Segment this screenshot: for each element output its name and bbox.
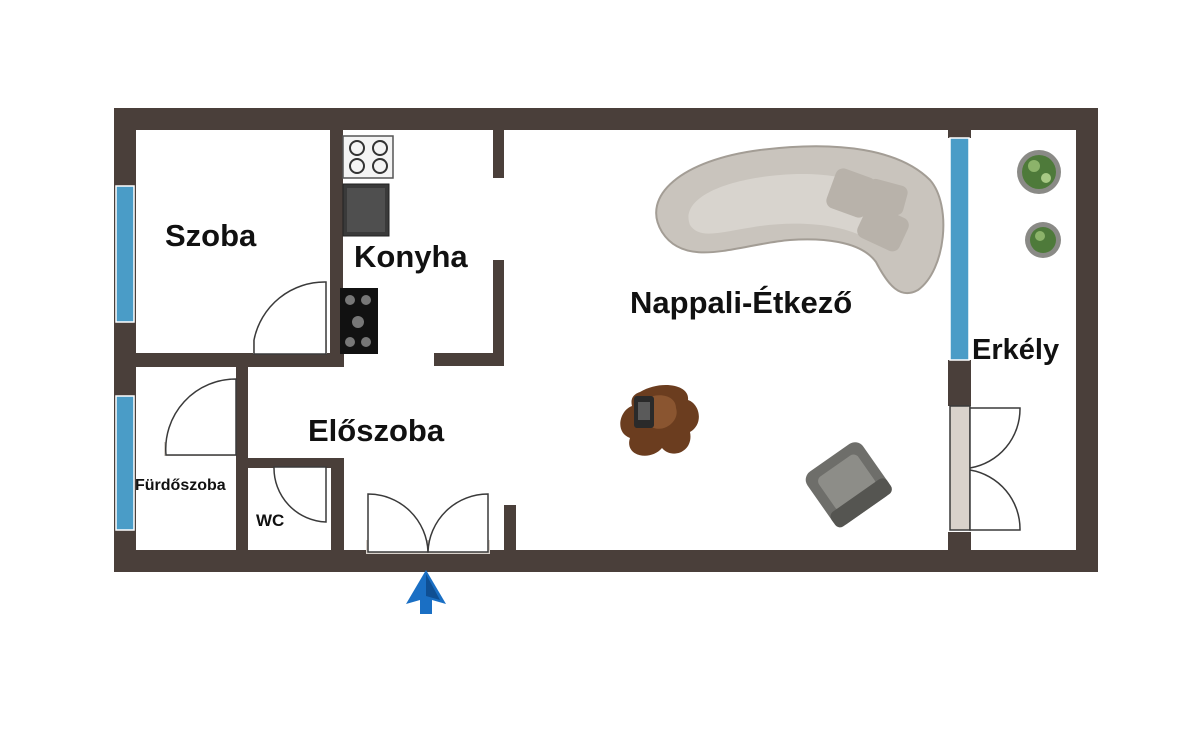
plant-icon [1017, 150, 1061, 258]
sofa-icon [655, 145, 945, 295]
window-szoba [115, 185, 135, 323]
stove-icon [342, 135, 394, 179]
window-balcony [949, 137, 970, 361]
doors [164, 281, 1021, 554]
room-label-erkely: Erkély [972, 334, 1059, 366]
window-furdoszoba [115, 395, 135, 531]
door-szoba [253, 281, 327, 355]
door-entrance [366, 493, 490, 554]
door-wc [273, 466, 327, 523]
room-label-furdoszoba: Fürdőszoba [135, 477, 226, 494]
door-balcony [949, 405, 1021, 531]
room-label-konyha: Konyha [354, 239, 468, 274]
room-label-nappali: Nappali-Étkező [630, 285, 852, 320]
coffee-table-icon [620, 385, 699, 456]
room-label-szoba: Szoba [165, 218, 257, 253]
cooktop-icon [340, 288, 378, 354]
entrance-arrow-icon [406, 570, 446, 614]
windows [115, 137, 970, 531]
oven-icon [342, 183, 390, 237]
door-furdoszoba [164, 378, 237, 456]
room-label-wc: WC [256, 511, 284, 530]
room-label-eloszoba: Előszoba [308, 413, 445, 448]
armchair-icon [805, 442, 892, 528]
interior-walls [114, 130, 971, 552]
